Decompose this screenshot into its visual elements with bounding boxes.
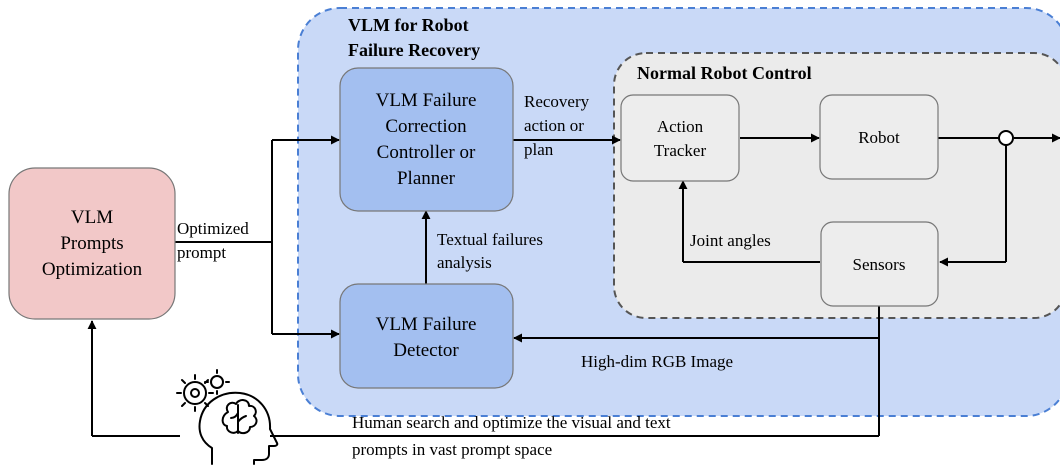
edge-label-joint-angles: Joint angles — [690, 231, 771, 250]
block-label: Optimization — [42, 259, 143, 280]
human-brain-gears-icon — [176, 369, 279, 465]
vlm-region-title: VLM for Robot — [348, 15, 469, 35]
edge-label-recovery-action-2: action or — [524, 116, 584, 135]
vlm-region-title-2: Failure Recovery — [348, 40, 480, 60]
block-failure-correction-controller: VLM Failure Correction Controller or Pla… — [339, 67, 514, 212]
block-label: VLM Failure — [376, 90, 477, 111]
block-label: Detector — [393, 340, 459, 361]
block-label: Planner — [397, 168, 456, 189]
block-failure-detector: VLM Failure Detector — [339, 283, 514, 389]
control-region-title: Normal Robot Control — [637, 63, 812, 83]
edge-label-recovery-action: Recovery — [524, 92, 590, 111]
edge-label-textual-failures: Textual failures — [437, 230, 543, 249]
block-label: Controller or — [377, 142, 476, 163]
edge-label-human-search: Human search and optimize the visual and… — [352, 413, 671, 432]
block-label: Sensors — [853, 255, 906, 274]
edge-label-rgb-image: High-dim RGB Image — [581, 352, 733, 371]
block-label: Robot — [858, 128, 900, 147]
block-robot: Robot — [819, 94, 939, 180]
block-label: VLM Failure — [376, 314, 477, 335]
block-label: Action — [657, 117, 704, 136]
edge-label-textual-failures-2: analysis — [437, 253, 492, 272]
block-label: Tracker — [654, 141, 707, 160]
edge-label-optimized-prompt: Optimized — [177, 219, 249, 238]
block-action-tracker: Action Tracker — [620, 94, 740, 182]
block-label: Correction — [385, 116, 467, 137]
block-sensors: Sensors — [820, 221, 939, 307]
block-label: VLM — [71, 207, 113, 228]
edge-label-recovery-action-3: plan — [524, 140, 554, 159]
edge-label-human-search-2: prompts in vast prompt space — [352, 440, 552, 459]
edge-label-optimized-prompt-2: prompt — [177, 243, 226, 262]
summing-junction — [998, 130, 1014, 146]
connectors — [87, 133, 1060, 437]
block-prompts-optimization: VLM Prompts Optimization — [8, 167, 176, 320]
block-label: Prompts — [60, 233, 123, 254]
